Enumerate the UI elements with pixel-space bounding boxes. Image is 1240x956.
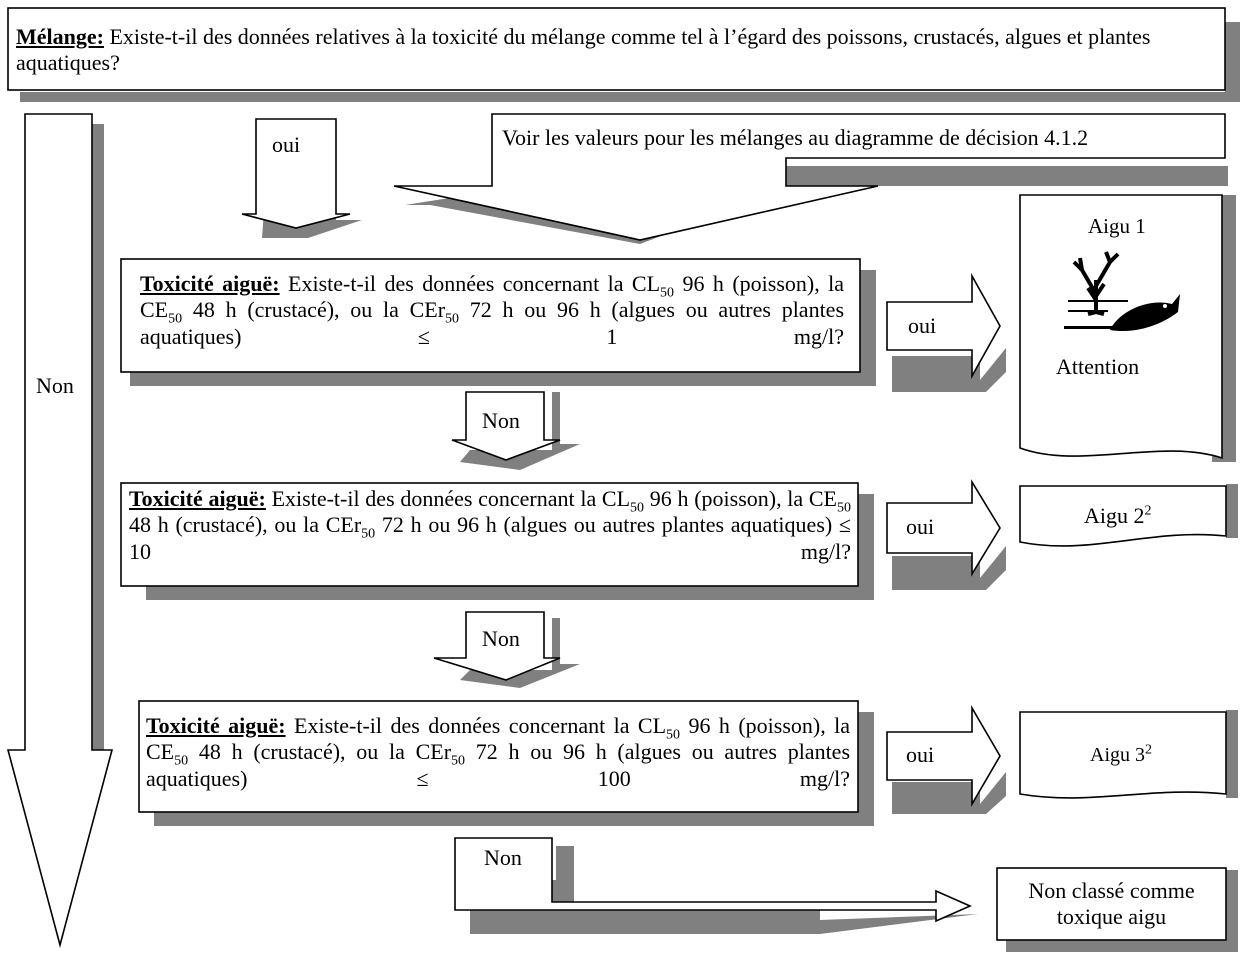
dead-fish-icon (1110, 294, 1180, 332)
q3-text: Toxicité aiguë: Existe-t-il des données … (146, 713, 851, 791)
top-box-shadow (20, 92, 1240, 102)
left-arrow-shadow (92, 124, 104, 750)
acute2-box-shadow (1226, 484, 1238, 538)
acute3-box (1019, 711, 1227, 799)
q2-text: Toxicité aiguë: Existe-t-il des données … (129, 486, 852, 564)
not-classified-label: Non classé comme toxique aigu (1028, 878, 1195, 930)
q1-yes-arrow-shadow (892, 348, 1006, 392)
not-classified-box (996, 867, 1227, 941)
q2-no-label: Non (482, 626, 520, 651)
q1-box (120, 258, 861, 373)
q2-box-shadow (146, 586, 874, 600)
top-question-body: Existe-t-il des données relatives à la t… (16, 24, 1151, 76)
acute3-label: Aigu 32 (1090, 742, 1152, 766)
acute1-label: Aigu 1 (1088, 214, 1146, 238)
bottom-non-arrow (454, 837, 972, 923)
see-values-note: Voir les valeurs pour les mélanges au di… (502, 125, 1089, 150)
top-oui-arrow (241, 118, 351, 229)
q1-no-arrow (451, 391, 561, 461)
q1-yes-arrow (886, 272, 1001, 380)
acute3-box-shadow (1226, 710, 1238, 798)
q2-no-arrow (433, 611, 561, 681)
environment-pictogram (1064, 251, 1180, 332)
q2-yes-arrow (886, 479, 1001, 577)
q1-no-label: Non (482, 408, 520, 433)
left-non-arrow (6, 113, 114, 949)
top-question-text: Mélange: Existe-t-il des données relativ… (16, 24, 1221, 77)
q3-yes-label: oui (906, 742, 935, 767)
acute1-signal-word: Attention (1056, 354, 1140, 379)
dead-tree-icon (1072, 251, 1120, 316)
q1-text: Toxicité aiguë: Existe-t-il des données … (140, 271, 845, 349)
q3-box-shadow (154, 812, 874, 826)
left-non-label: Non (36, 373, 74, 398)
q3-box (138, 700, 859, 813)
q3-no-label: Non (484, 845, 522, 870)
q2-box (120, 482, 859, 587)
q1-yes-label: oui (908, 313, 937, 338)
acute2-label: Aigu 22 (1084, 503, 1152, 528)
top-question-box (7, 7, 1226, 91)
not-classified-box-shadow (1006, 940, 1238, 952)
q3-term: Toxicité aiguë: (146, 713, 286, 738)
q2-term: Toxicité aiguë: (129, 486, 266, 511)
top-question-term: Mélange: (16, 24, 104, 49)
q1-box-shadow (130, 372, 876, 386)
bottom-no-arrow-shadow (470, 846, 978, 934)
q1-term: Toxicité aiguë: (140, 271, 280, 296)
q2-yes-label: oui (906, 514, 935, 539)
see-values-callout (393, 113, 1226, 241)
q3-yes-arrow (886, 705, 1001, 807)
top-oui-label: oui (272, 132, 301, 157)
outlines (6, 7, 1227, 949)
acute2-box (1019, 485, 1227, 547)
